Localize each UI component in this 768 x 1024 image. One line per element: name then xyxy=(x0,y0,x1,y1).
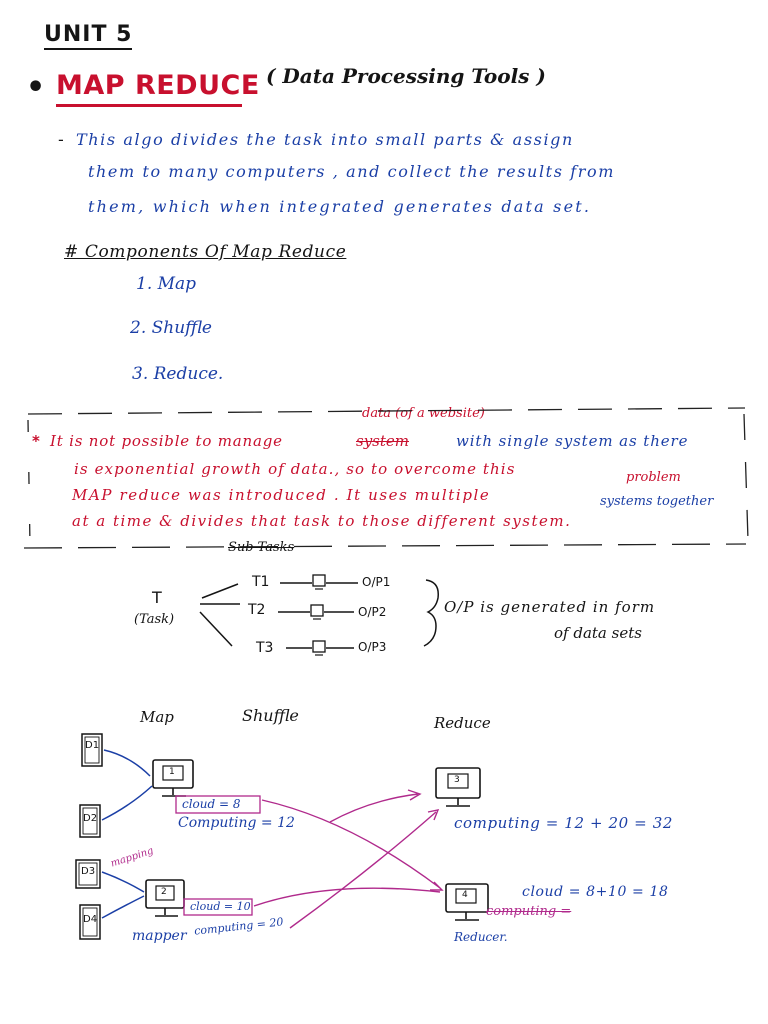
mapper-1-computing: Computing = 12 xyxy=(178,815,295,831)
unit-underline xyxy=(44,48,132,50)
description-line-3: them, which when integrated generates da… xyxy=(88,197,592,216)
reducer-2-monitor xyxy=(445,883,489,913)
task-label: (Task) xyxy=(134,612,175,627)
description-line-2: them to many computers , and collect the… xyxy=(88,162,615,181)
document-1 xyxy=(81,733,103,767)
subtask-1-label: T1 xyxy=(252,574,270,590)
mapper-label: mapper xyxy=(132,928,187,944)
description-line-1: This algo divides the task into small pa… xyxy=(76,130,574,149)
note-line-1-before: It is not possible to manage xyxy=(50,432,283,450)
document-4-label: D4 xyxy=(83,914,98,925)
note-box-top xyxy=(27,407,746,415)
component-shuffle: 2. Shuffle xyxy=(130,318,212,338)
output-3: O/P3 xyxy=(358,640,387,654)
note-line-1-after: with single system as there xyxy=(456,432,689,450)
task-letter: T xyxy=(152,588,162,607)
note-box-right xyxy=(743,413,749,541)
doc1-to-mapper1 xyxy=(103,749,151,777)
document-3 xyxy=(75,859,101,889)
note-box-bottom xyxy=(23,543,747,549)
document-2 xyxy=(79,804,101,838)
output-note-line-1: O/P is generated in form xyxy=(444,598,656,616)
note-line-2: is exponential growth of data., so to ov… xyxy=(74,460,516,478)
subtasks-label: Sub-Tasks xyxy=(228,540,295,555)
components-heading: # Components Of Map Reduce xyxy=(64,242,347,262)
note-annotation: data (of a website) xyxy=(362,406,485,421)
output-2: O/P2 xyxy=(358,605,387,619)
mapper-2-number: 2 xyxy=(161,887,167,897)
component-reduce: 3. Reduce. xyxy=(132,364,224,384)
document-3-label: D3 xyxy=(81,866,96,877)
note-line-3: MAP reduce was introduced . It uses mult… xyxy=(72,486,491,504)
main-title-underline xyxy=(56,104,242,107)
cloud2-box xyxy=(183,898,253,916)
reducer-1-computing: computing = 12 + 20 = 32 xyxy=(454,814,673,832)
shuffle-cloud2-to-reducer2 xyxy=(253,887,441,907)
subtask-2-label: T2 xyxy=(248,602,266,618)
output-brace xyxy=(423,579,439,647)
doc4-to-mapper2 xyxy=(101,895,145,919)
document-4 xyxy=(79,904,101,940)
note-box-left xyxy=(27,419,31,547)
subtask-computer-3 xyxy=(312,640,326,653)
subtask-computer-1 xyxy=(312,574,326,587)
reducer-1-number: 3 xyxy=(454,775,460,785)
header-shuffle: Shuffle xyxy=(242,706,299,725)
subtask-computer-2 xyxy=(310,604,324,617)
cloud1-box xyxy=(175,795,261,814)
task-branch-1 xyxy=(201,583,239,599)
component-map: 1. Map xyxy=(136,274,197,294)
sub-title: ( Data Processing Tools ) xyxy=(266,64,546,88)
mapper-1-number: 1 xyxy=(169,767,175,777)
reducer-2-cloud: cloud = 8+10 = 18 xyxy=(522,884,669,900)
document-1-label: D1 xyxy=(85,740,100,751)
header-map: Map xyxy=(140,708,174,726)
shuffle-computing2-to-reducer1 xyxy=(289,811,437,929)
mapper-1-cloud: cloud = 8 xyxy=(182,797,241,811)
note-line-3-end: systems together xyxy=(600,494,714,509)
shuffle-computing1-to-reducer1 xyxy=(329,793,419,823)
shuffle-cloud1-to-reducer2 xyxy=(261,799,441,889)
note-line-2-end: problem xyxy=(626,470,681,485)
mapper-2-cloud: cloud = 10 xyxy=(190,900,251,913)
main-title: MAP REDUCE xyxy=(56,70,260,101)
note-line-1-struck: system xyxy=(356,432,409,450)
reducer-label: Reducer. xyxy=(454,930,508,944)
output-note-line-2: of data sets xyxy=(554,624,642,642)
note-star: * xyxy=(32,432,40,450)
output-1: O/P1 xyxy=(362,575,391,589)
doc2-to-mapper1 xyxy=(101,785,153,821)
task-branch-3 xyxy=(199,611,233,647)
document-2-label: D2 xyxy=(83,813,98,824)
unit-title: UNIT 5 xyxy=(44,22,133,47)
doc3-to-mapper2 xyxy=(101,871,145,893)
subtask-3-label: T3 xyxy=(256,640,274,656)
reducer-2-number: 4 xyxy=(462,890,468,900)
title-bullet: • xyxy=(26,70,46,105)
header-reduce: Reduce xyxy=(434,714,491,732)
note-line-4: at a time & divides that task to those d… xyxy=(72,512,572,530)
reducer-2-struck-computing: computing = xyxy=(486,904,572,919)
description-dash: - xyxy=(58,130,64,149)
